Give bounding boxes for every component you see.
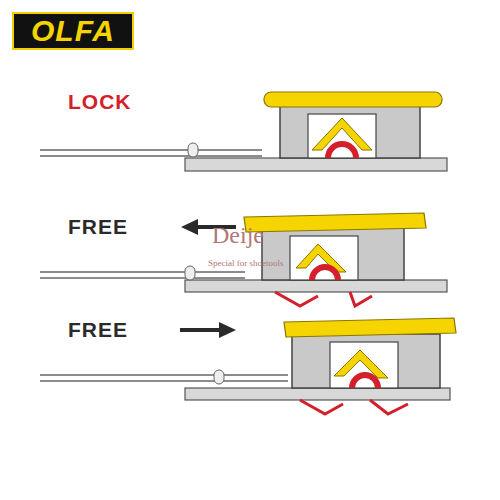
logo-text: OLFA xyxy=(31,14,115,48)
state-label: LOCK xyxy=(68,90,132,114)
free-right-mechanism xyxy=(40,318,456,414)
state-label: FREE xyxy=(68,318,128,342)
brand-logo: OLFA xyxy=(12,12,134,50)
free-left-mechanism xyxy=(40,213,447,306)
state-label: FREE xyxy=(68,215,128,239)
watermark-subtitle: Special for shoetools xyxy=(208,258,284,268)
watermark: Deije xyxy=(212,222,264,249)
